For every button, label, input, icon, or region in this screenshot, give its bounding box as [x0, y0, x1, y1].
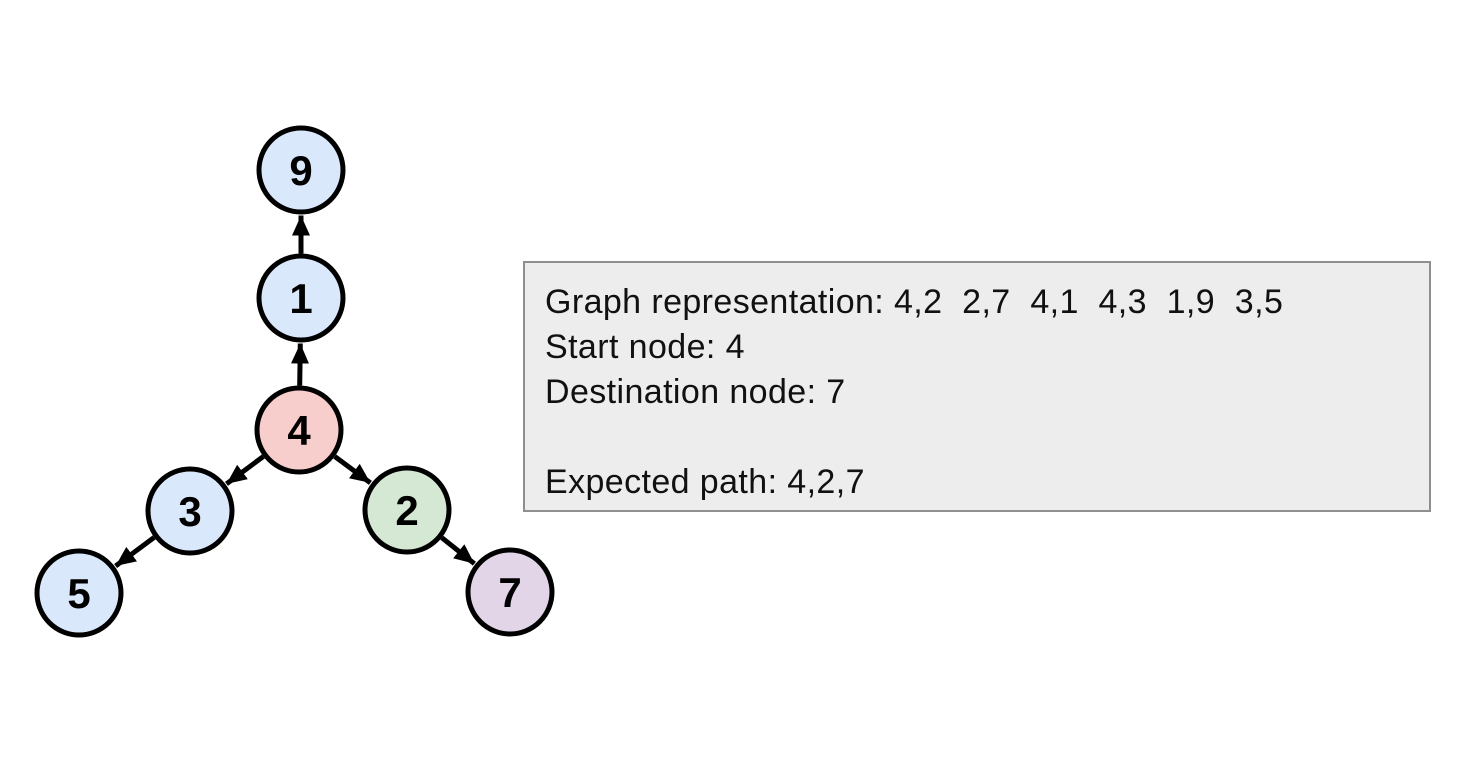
graph-node-3: 3	[145, 466, 235, 556]
graph-edge-2-7	[440, 535, 476, 566]
graph-edge-4-2	[333, 454, 372, 485]
graph-node-7: 7	[465, 547, 555, 637]
node-label-9: 9	[289, 147, 312, 194]
node-label-5: 5	[67, 570, 90, 617]
node-label-1: 1	[289, 275, 312, 322]
info-line-blank	[545, 415, 1429, 460]
node-circle-7	[465, 547, 555, 637]
node-circle-1	[256, 253, 346, 343]
node-label-2: 2	[395, 487, 418, 534]
info-line-graph-representation: Graph representation: 4,2 2,7 4,1 4,3 1,…	[545, 283, 1284, 321]
node-circle-2	[362, 465, 452, 555]
graph-edges	[114, 215, 476, 569]
node-circle-9	[256, 125, 346, 215]
graph-edge-4-1	[291, 343, 310, 386]
info-line-expected-path: Expected path: 4,2,7	[545, 463, 865, 501]
info-box: Graph representation: 4,2 2,7 4,1 4,3 1,…	[523, 261, 1431, 512]
info-line-start-node: Start node: 4	[545, 328, 745, 366]
graph-node-2: 2	[362, 465, 452, 555]
node-circle-4	[254, 385, 344, 475]
graph-edge-4-3	[225, 454, 265, 486]
graph-edge-3-5	[114, 535, 156, 569]
node-label-4: 4	[287, 407, 311, 454]
node-label-7: 7	[498, 569, 521, 616]
graph-node-4: 4	[254, 385, 344, 475]
graph-node-5: 5	[34, 548, 124, 638]
graph-nodes: 9 1 4 3 5 2 7	[34, 125, 555, 638]
graph-node-1: 1	[256, 253, 346, 343]
node-label-3: 3	[178, 488, 201, 535]
graph-node-9: 9	[256, 125, 346, 215]
info-line-destination-node: Destination node: 7	[545, 373, 846, 411]
node-circle-3	[145, 466, 235, 556]
node-circle-5	[34, 548, 124, 638]
